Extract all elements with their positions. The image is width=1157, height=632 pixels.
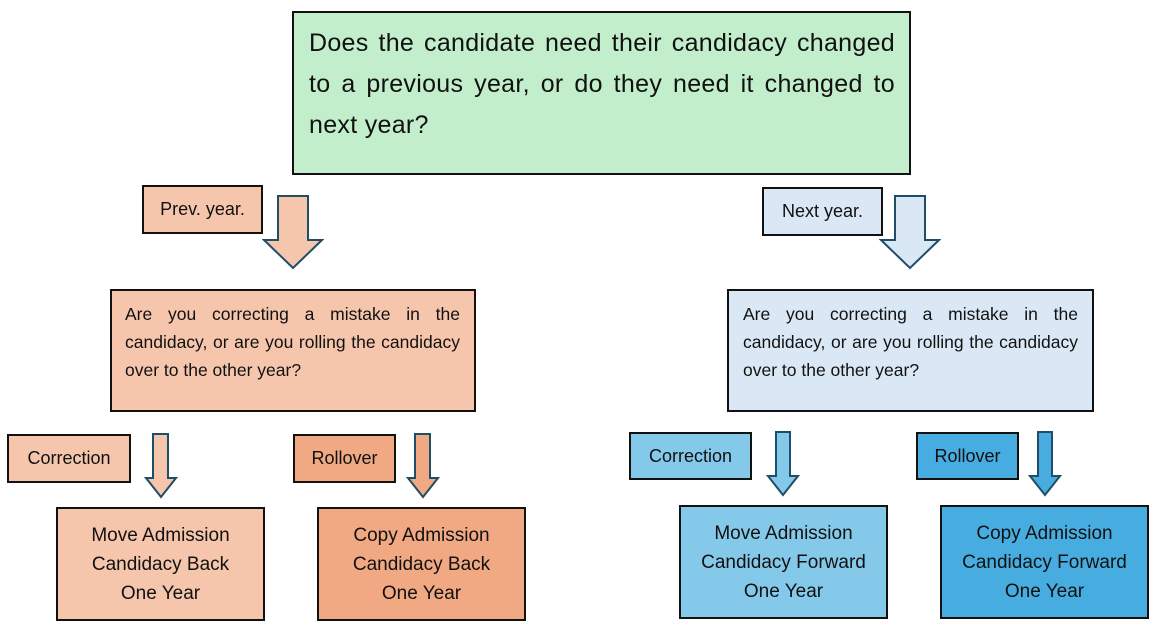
prev-year-label: Prev. year. bbox=[142, 185, 263, 234]
next-correction-result-box: Move Admission Candidacy Forward One Yea… bbox=[679, 505, 888, 619]
root-question-text: Does the candidate need their candidacy … bbox=[309, 29, 895, 139]
next-year-label: Next year. bbox=[762, 187, 883, 236]
prev-rollover-arrow-icon bbox=[406, 433, 440, 499]
prev-correction-result-box: Move Admission Candidacy Back One Year bbox=[56, 507, 265, 621]
next-rollover-label: Rollover bbox=[916, 432, 1019, 480]
prev-year-arrow-icon bbox=[262, 195, 324, 270]
prev-rollover-result-box: Copy Admission Candidacy Back One Year bbox=[317, 507, 526, 621]
next-question-box: Are you correcting a mistake in the cand… bbox=[727, 289, 1094, 412]
prev-question-box: Are you correcting a mistake in the cand… bbox=[110, 289, 476, 412]
root-question-box: Does the candidate need their candidacy … bbox=[292, 11, 911, 175]
next-rollover-result-box: Copy Admission Candidacy Forward One Yea… bbox=[940, 505, 1149, 619]
next-correction-arrow-icon bbox=[766, 431, 800, 497]
prev-rollover-label: Rollover bbox=[293, 434, 396, 483]
prev-correction-arrow-icon bbox=[144, 433, 178, 499]
next-year-arrow-icon bbox=[879, 195, 941, 270]
prev-correction-label: Correction bbox=[7, 434, 131, 483]
next-rollover-arrow-icon bbox=[1028, 431, 1062, 497]
next-correction-label: Correction bbox=[629, 432, 752, 480]
